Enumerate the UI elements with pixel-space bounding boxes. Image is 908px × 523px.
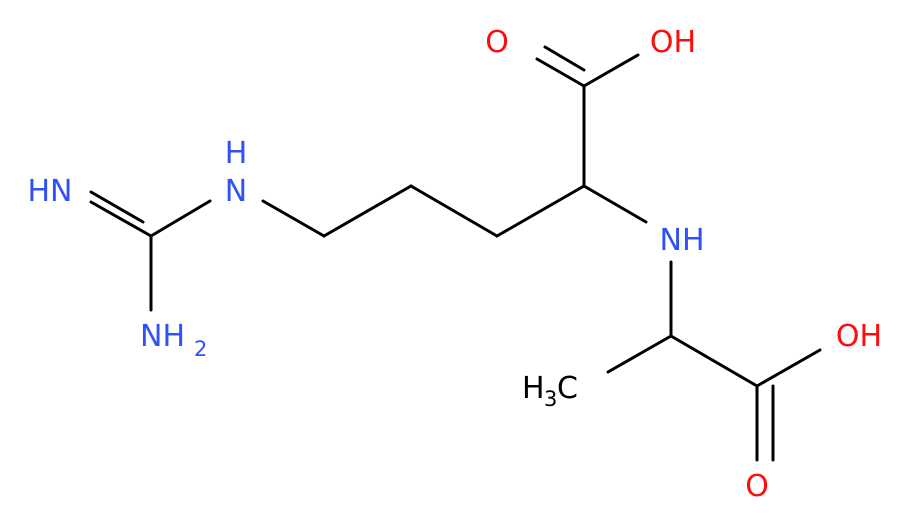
- top-hydroxyl-label: OH: [650, 25, 696, 60]
- guanidine-n-label: N: [225, 174, 247, 209]
- bottom-carbonyl-oxygen-label: O: [745, 469, 769, 504]
- bond-ala-carboxyl: [669, 334, 759, 388]
- methyl-h-label: H: [522, 371, 545, 406]
- bond-top-co-double-a: [535, 57, 586, 88]
- methyl-c-label: C: [557, 371, 578, 406]
- amine-nh2-subscript: 2: [194, 337, 207, 361]
- secondary-nh-label: NH: [660, 223, 705, 258]
- guanidine-h-label: H: [225, 136, 248, 171]
- top-carbonyl-oxygen-label: O: [485, 25, 509, 60]
- bond-chain-3: [322, 184, 413, 238]
- bond-imine-double-a: [89, 200, 153, 238]
- bond-chain-4: [261, 199, 326, 238]
- methyl-subscript: 3: [544, 387, 557, 411]
- atom-labels: O OH HN H N NH 2 NH OH H 3 C O: [28, 25, 883, 504]
- bond-top-coh: [582, 53, 640, 88]
- bond-top-co-double-b: [543, 45, 586, 72]
- amine-nh2-label: NH: [140, 319, 185, 354]
- bonds: [89, 45, 822, 462]
- bond-chain-2: [409, 184, 499, 238]
- bond-ala-methyl: [606, 334, 673, 374]
- bond-alpha-nh: [582, 184, 648, 224]
- bond-bottom-coh: [755, 348, 822, 388]
- bond-imine-double-b: [89, 190, 145, 224]
- imine-nh-label: HN: [28, 174, 73, 209]
- bottom-hydroxyl-label: OH: [836, 319, 882, 354]
- bond-guan-n-c: [149, 199, 212, 238]
- bond-chain-1: [495, 184, 586, 238]
